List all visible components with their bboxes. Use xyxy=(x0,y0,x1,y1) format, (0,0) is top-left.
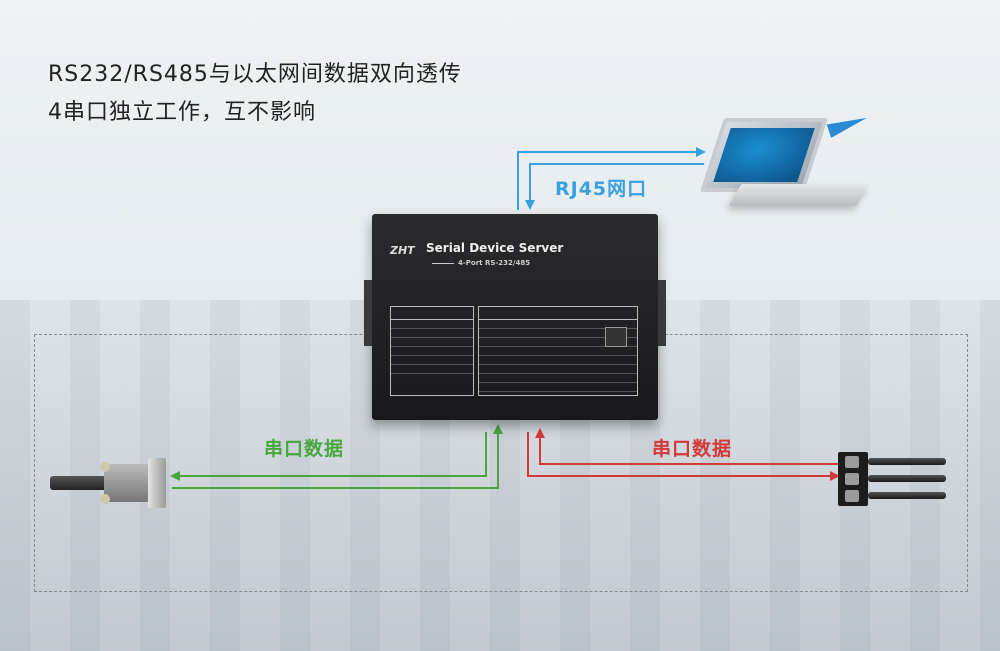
terminal-wire xyxy=(868,492,946,499)
db9-screw xyxy=(100,494,110,504)
terminal-wire xyxy=(868,475,946,482)
terminal-screw xyxy=(845,456,859,468)
db9-connector-icon xyxy=(104,464,150,502)
rj45-arrow-in xyxy=(525,163,704,210)
device-subtitle: 4-Port RS-232/485 xyxy=(432,259,530,267)
terminal-screw xyxy=(845,490,859,502)
serial-data-label-left: 串口数据 xyxy=(264,438,345,460)
serial-device-server: ZHT Serial Device Server 4-Port RS-232/4… xyxy=(364,214,666,420)
device-mount-ear-left xyxy=(364,280,372,346)
serial-data-label-right: 串口数据 xyxy=(652,438,733,460)
laptop-base xyxy=(728,184,870,206)
serial-left-arrow-out xyxy=(170,432,487,481)
db9-connector-shell xyxy=(148,458,166,508)
rj45-arrow-out xyxy=(517,147,706,210)
rj45-port-label: RJ45网口 xyxy=(555,178,648,200)
db9-cable xyxy=(50,476,108,490)
headline-line-2: 4串口独立工作，互不影响 xyxy=(48,100,316,125)
terminal-wire xyxy=(868,458,946,465)
device-label-panel-right xyxy=(478,306,638,396)
brand-logo-icon: ZHT xyxy=(390,244,415,257)
device-label-panel-left xyxy=(390,306,474,396)
terminal-screw xyxy=(845,473,859,485)
device-title: Serial Device Server xyxy=(426,241,564,255)
serial-left-arrow-in xyxy=(172,424,503,489)
db9-screw xyxy=(100,462,110,472)
rj45-port-icon xyxy=(605,327,627,347)
headline-line-1: RS232/RS485与以太网间数据双向透传 xyxy=(48,62,462,87)
serial-right-arrow-in xyxy=(535,428,838,465)
device-mount-ear-right xyxy=(658,280,666,346)
serial-right-arrow-out xyxy=(527,432,840,481)
